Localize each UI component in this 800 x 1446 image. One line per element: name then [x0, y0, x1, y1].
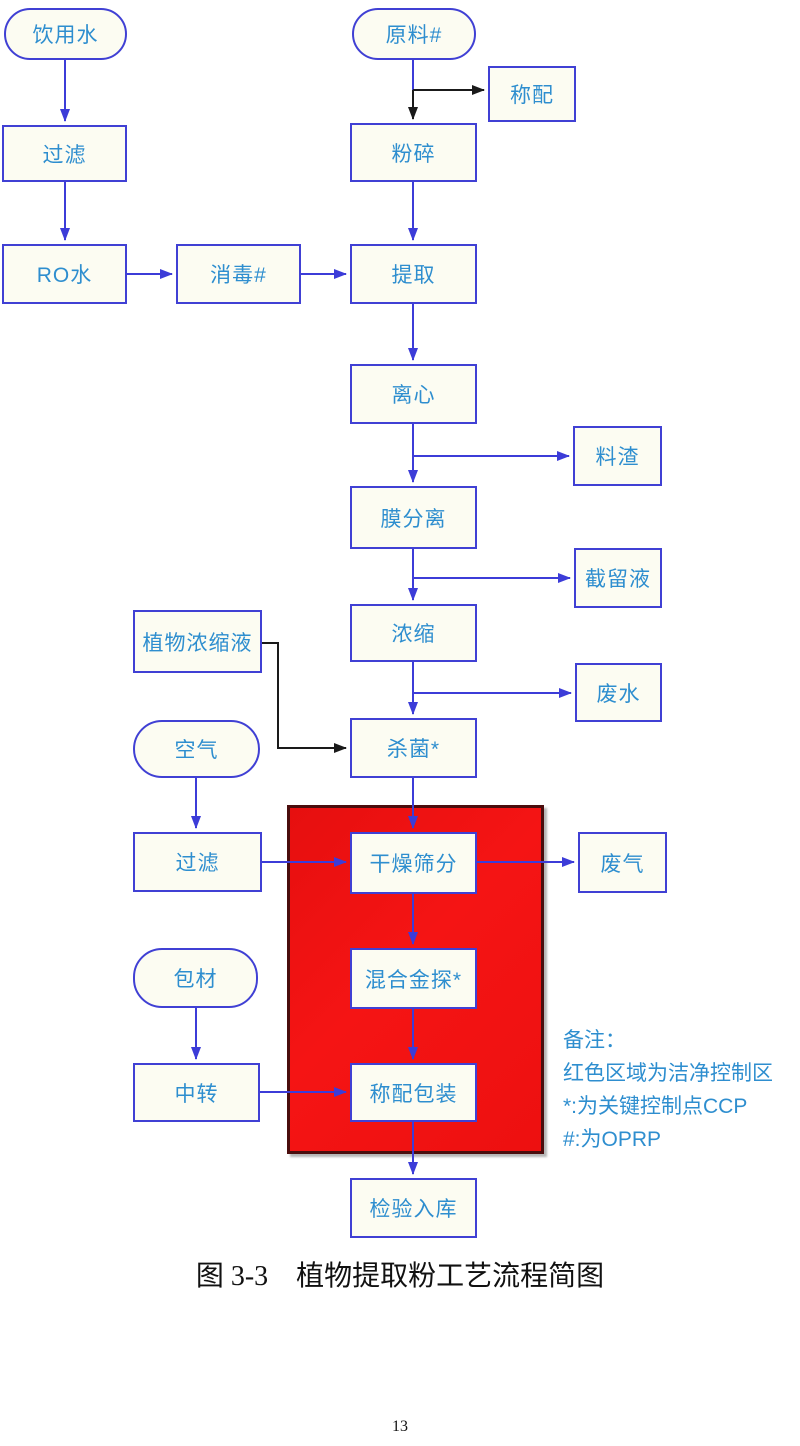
node-concentration: 浓缩: [350, 604, 477, 662]
node-packaging-material: 包材: [133, 948, 258, 1008]
node-drying-sieving: 干燥筛分: [350, 832, 477, 894]
page-number: 13: [392, 1418, 408, 1435]
node-weighing-packing: 称配包装: [350, 1063, 477, 1122]
node-membrane-separation: 膜分离: [350, 486, 477, 549]
legend-notes: 备注： 红色区域为洁净控制区 *:为关键控制点CCP #:为OPRP: [563, 1024, 773, 1156]
connector-plantconcentrate-sterilization: [262, 642, 347, 753]
node-disinfection: 消毒#: [176, 244, 301, 304]
node-air: 空气: [133, 720, 260, 778]
node-crushing: 粉碎: [350, 123, 477, 182]
legend-ccp-note: *:为关键控制点CCP: [563, 1095, 748, 1118]
node-residue: 料渣: [573, 426, 662, 486]
legend-title: 备注：: [563, 1029, 626, 1052]
legend-red-zone-note: 红色区域为洁净控制区: [563, 1062, 773, 1085]
node-waste-water: 废水: [575, 663, 662, 722]
node-transfer: 中转: [133, 1063, 260, 1122]
figure-caption: 图 3-3 植物提取粉工艺流程简图: [195, 1261, 605, 1292]
node-drinking-water: 饮用水: [4, 8, 127, 60]
node-metal-detection: 混合金探*: [350, 948, 477, 1009]
node-weighing: 称配: [488, 66, 576, 122]
node-inspection-storage: 检验入库: [350, 1178, 477, 1238]
node-plant-concentrate: 植物浓缩液: [133, 610, 262, 673]
node-filter-1: 过滤: [2, 125, 127, 182]
legend-oprp-note: #:为OPRP: [563, 1128, 662, 1151]
node-centrifuge: 离心: [350, 364, 477, 424]
node-sterilization: 杀菌*: [350, 718, 477, 778]
node-raw-material: 原料#: [352, 8, 476, 60]
node-ro-water: RO水: [2, 244, 127, 304]
node-retentate: 截留液: [574, 548, 662, 608]
node-waste-gas: 废气: [578, 832, 667, 893]
node-filter-2: 过滤: [133, 832, 262, 892]
node-extraction: 提取: [350, 244, 477, 304]
